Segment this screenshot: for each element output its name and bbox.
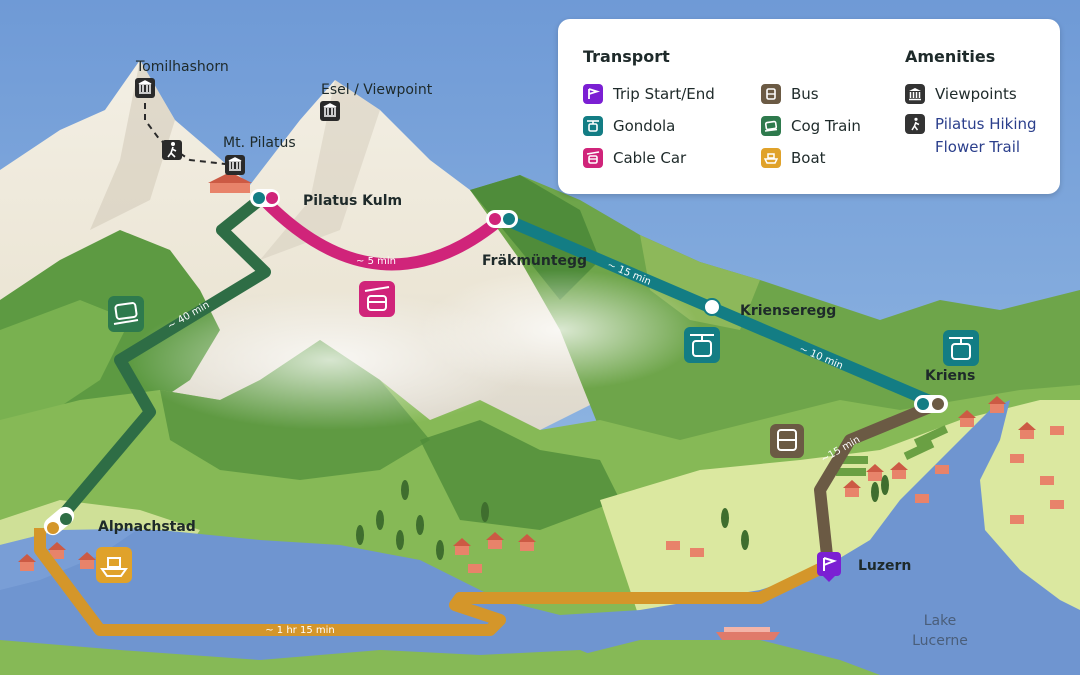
station-label-kriens: Kriens (925, 368, 975, 384)
gondola-icon (684, 327, 720, 363)
station-alpnachstad[interactable] (40, 503, 78, 539)
lake-label-line1: Lake (924, 613, 957, 629)
station-label-krienseregg: Krienseregg (740, 303, 836, 319)
cable-car-route (257, 193, 506, 271)
green-ridge-light (640, 235, 760, 330)
viewpoint-icon[interactable] (320, 101, 340, 121)
legend-item-boat[interactable]: Boat (761, 147, 826, 169)
legend-item-bus[interactable]: Bus (761, 83, 819, 105)
legend-label: Cable Car (613, 149, 687, 167)
legend-item-trip-start-end[interactable]: Trip Start/End (583, 83, 715, 105)
legend-link-hiking-trail[interactable]: Pilatus Hiking Flower Trail (925, 113, 1037, 159)
fields (836, 425, 949, 476)
legend-amenities-heading: Amenities (905, 47, 996, 66)
legend-item-gondola[interactable]: Gondola (583, 115, 675, 137)
peak-shadow (260, 80, 380, 260)
legend-transport-heading: Transport (583, 47, 670, 66)
legend-item-cog-train[interactable]: Cog Train (761, 115, 861, 137)
cog-train-icon (108, 296, 144, 332)
boat-icon (761, 148, 781, 168)
place-label-mt-pilatus: Mt. Pilatus (223, 135, 296, 151)
legend-label: Boat (791, 149, 826, 167)
cog-train-route (52, 193, 271, 526)
station-pilatus-kulm[interactable] (250, 189, 280, 207)
legend-label: Trip Start/End (613, 85, 715, 103)
legend-item-hiking-trail[interactable]: Pilatus Hiking Flower Trail (905, 113, 1037, 161)
legend-link-line: Pilatus Hiking (935, 115, 1037, 133)
station-kriens[interactable] (914, 395, 948, 413)
lake-shore (0, 640, 640, 675)
boat-icon (96, 547, 132, 583)
hiker-icon[interactable] (162, 140, 182, 160)
bus-icon (761, 84, 781, 104)
legend-label: Bus (791, 85, 819, 103)
station-label-pilatus-kulm: Pilatus Kulm (303, 193, 402, 209)
station-krienseregg[interactable] (703, 298, 721, 316)
hiker-icon (905, 114, 925, 134)
hiking-trail-path (144, 92, 235, 166)
lake-shore (560, 640, 880, 675)
station-label-frakmuntegg: Fräkmüntegg (482, 253, 587, 269)
legend-label: Cog Train (791, 117, 861, 135)
flag-icon (823, 557, 838, 571)
legend-item-viewpoints[interactable]: Viewpoints (905, 83, 1017, 105)
boat-route (34, 528, 831, 636)
trip-start-end-marker[interactable] (817, 552, 841, 582)
time-label-cable-car: ~ 5 min (356, 256, 396, 267)
cable-car-icon (583, 148, 603, 168)
gondola-icon (583, 116, 603, 136)
legend-link-line: Flower Trail (935, 138, 1021, 156)
boat-on-lake (716, 627, 780, 640)
mist (420, 270, 700, 390)
viewpoint-icon[interactable] (225, 155, 245, 175)
forest-hill-shade (420, 420, 620, 530)
legend-panel: Transport Amenities Trip Start/End Gondo… (558, 19, 1060, 194)
legend-item-cable-car[interactable]: Cable Car (583, 147, 686, 169)
house-roofs (18, 172, 1036, 562)
lake-label-line2: Lucerne (912, 633, 968, 649)
trees (356, 475, 889, 560)
viewpoint-icon[interactable] (135, 78, 155, 98)
place-label-esel: Esel / Viewpoint (321, 82, 433, 98)
station-label-luzern: Luzern (858, 558, 911, 574)
station-frakmuntegg[interactable] (486, 210, 518, 228)
bus-icon (770, 424, 804, 458)
cog-train-icon (761, 116, 781, 136)
lake-lucerne (0, 400, 1080, 675)
bus-route (814, 399, 938, 566)
flag-icon (583, 84, 603, 104)
legend-label: Viewpoints (935, 85, 1017, 103)
place-label-tomilhashorn: Tomilhashorn (135, 59, 229, 75)
green-left-light (0, 300, 130, 420)
cable-car-icon (359, 281, 395, 317)
viewpoint-icon (905, 84, 925, 104)
gondola-icon (943, 330, 979, 366)
station-label-alpnachstad: Alpnachstad (98, 519, 196, 535)
peak-shadow (90, 60, 175, 230)
houses (20, 183, 1064, 573)
legend-label: Gondola (613, 117, 676, 135)
time-label-boat: ~ 1 hr 15 min (265, 625, 335, 636)
